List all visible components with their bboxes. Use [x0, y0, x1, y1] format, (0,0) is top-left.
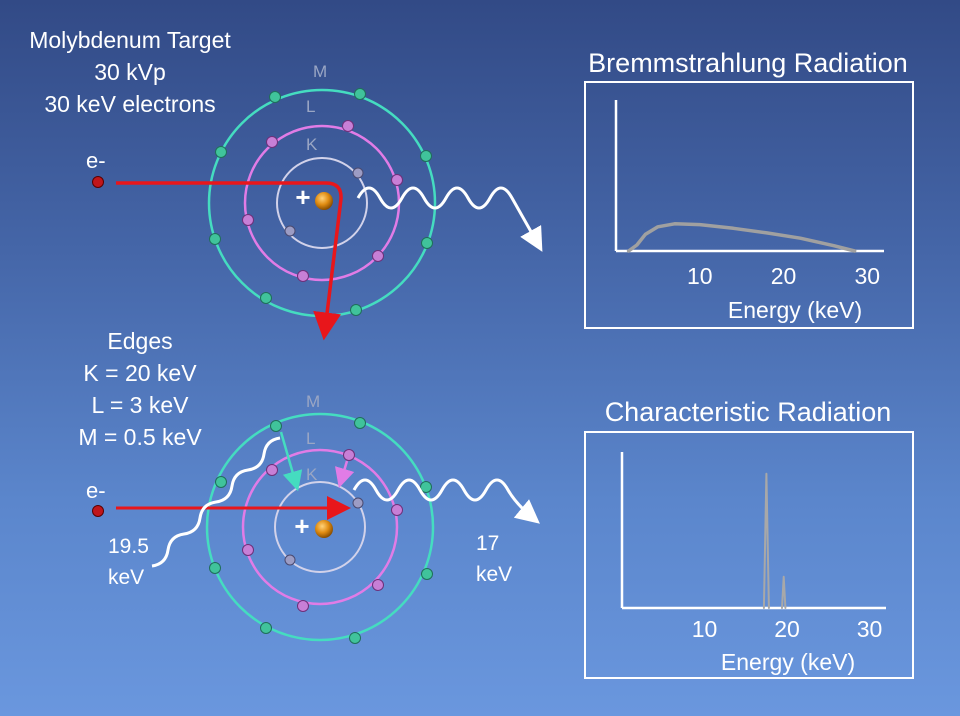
electron — [354, 417, 366, 429]
m-edge-value: M = 0.5 keV — [78, 424, 202, 450]
m-shell-label: M — [313, 62, 327, 81]
l-shell-electrons — [242, 120, 403, 282]
electron-energy-label: 30 keV electrons — [44, 91, 215, 117]
series-line — [626, 222, 857, 253]
characteristic-photon — [352, 478, 540, 524]
bremsstrahlung-chart: 10 20 30 — [584, 81, 914, 329]
chart-frame — [584, 431, 914, 679]
incident-photon-unit: keV — [108, 566, 144, 589]
electron — [343, 449, 355, 461]
electron — [421, 568, 433, 580]
electron — [242, 214, 254, 226]
characteristic-x-axis-label: Energy (keV) — [721, 649, 855, 675]
m-shell-label: M — [306, 392, 320, 411]
electron — [372, 579, 384, 591]
k-shell-label: K — [306, 465, 318, 484]
l-edge-value: L = 3 keV — [92, 392, 190, 418]
electron-deflection-path — [116, 181, 343, 341]
kvp-label: 30 kVp — [94, 59, 166, 85]
incident-photon-energy: 19.5 — [108, 535, 149, 558]
bremsstrahlung-x-axis-label: Energy (keV) — [728, 297, 862, 323]
k-shell-ring — [276, 157, 368, 249]
electron — [297, 270, 309, 282]
chart-frame — [584, 81, 914, 329]
l-shell-label: L — [306, 429, 315, 448]
electron — [269, 91, 281, 103]
electron — [297, 600, 309, 612]
electron — [420, 150, 432, 162]
top-atom: M L K + — [207, 62, 437, 318]
nucleus-charge-sign: + — [294, 511, 309, 541]
electron — [342, 120, 354, 132]
bottom-atom: M L K + — [205, 392, 435, 644]
nucleus — [315, 520, 333, 538]
incident-photon — [151, 436, 281, 568]
incident-electron — [92, 176, 104, 188]
emitted-photon-unit: keV — [476, 563, 512, 586]
electron — [215, 146, 227, 158]
electron — [266, 464, 278, 476]
electron-label-bottom: e- — [86, 478, 106, 503]
electron-label-top: e- — [86, 148, 106, 173]
electron — [391, 174, 403, 186]
k-electron — [284, 225, 296, 237]
electron — [209, 562, 221, 574]
x-tick-label: 10 — [692, 616, 718, 642]
characteristic-chart-title: Characteristic Radiation — [605, 397, 892, 427]
electron — [372, 250, 384, 262]
electron — [242, 544, 254, 556]
l-shell-electrons — [242, 449, 403, 612]
electron — [209, 233, 221, 245]
k-shell-label: K — [306, 135, 318, 154]
m-shell-electrons — [209, 88, 433, 316]
incident-electron — [92, 505, 104, 517]
k-electron — [352, 167, 364, 179]
emitted-photon-energy: 17 — [476, 532, 499, 555]
l-shell-ring — [241, 448, 399, 606]
electron — [354, 88, 366, 100]
m-to-k-transition-arrow — [279, 431, 303, 492]
k-edge-value: K = 20 keV — [83, 360, 197, 386]
l-to-k-transition-arrow — [335, 460, 355, 489]
nucleus-charge-sign: + — [295, 182, 310, 212]
electron — [349, 632, 361, 644]
electron — [266, 136, 278, 148]
bremsstrahlung-photon — [356, 186, 543, 252]
k-shell-ring — [274, 481, 366, 573]
l-shell-label: L — [306, 97, 315, 116]
electron — [260, 292, 272, 304]
x-tick-label: 10 — [687, 263, 713, 289]
electron — [420, 481, 432, 493]
x-tick-label: 30 — [854, 263, 880, 289]
k-electron — [352, 497, 364, 509]
electron — [391, 504, 403, 516]
electron — [270, 420, 282, 432]
k-electron — [284, 554, 296, 566]
x-tick-label: 20 — [774, 616, 800, 642]
x-tick-label: 20 — [771, 263, 797, 289]
electron — [260, 622, 272, 634]
m-shell-electrons — [209, 417, 433, 644]
characteristic-chart: 10 20 30 — [584, 431, 914, 679]
electron — [350, 304, 362, 316]
series-line — [762, 472, 770, 609]
nucleus — [315, 192, 333, 210]
bremsstrahlung-chart-title: Bremmstrahlung Radiation — [588, 48, 908, 78]
target-title: Molybdenum Target — [29, 27, 231, 53]
series-line — [781, 575, 787, 609]
electron — [421, 237, 433, 249]
edges-title: Edges — [107, 328, 172, 354]
x-tick-label: 30 — [857, 616, 883, 642]
m-shell-ring — [205, 412, 435, 642]
electron — [215, 476, 227, 488]
